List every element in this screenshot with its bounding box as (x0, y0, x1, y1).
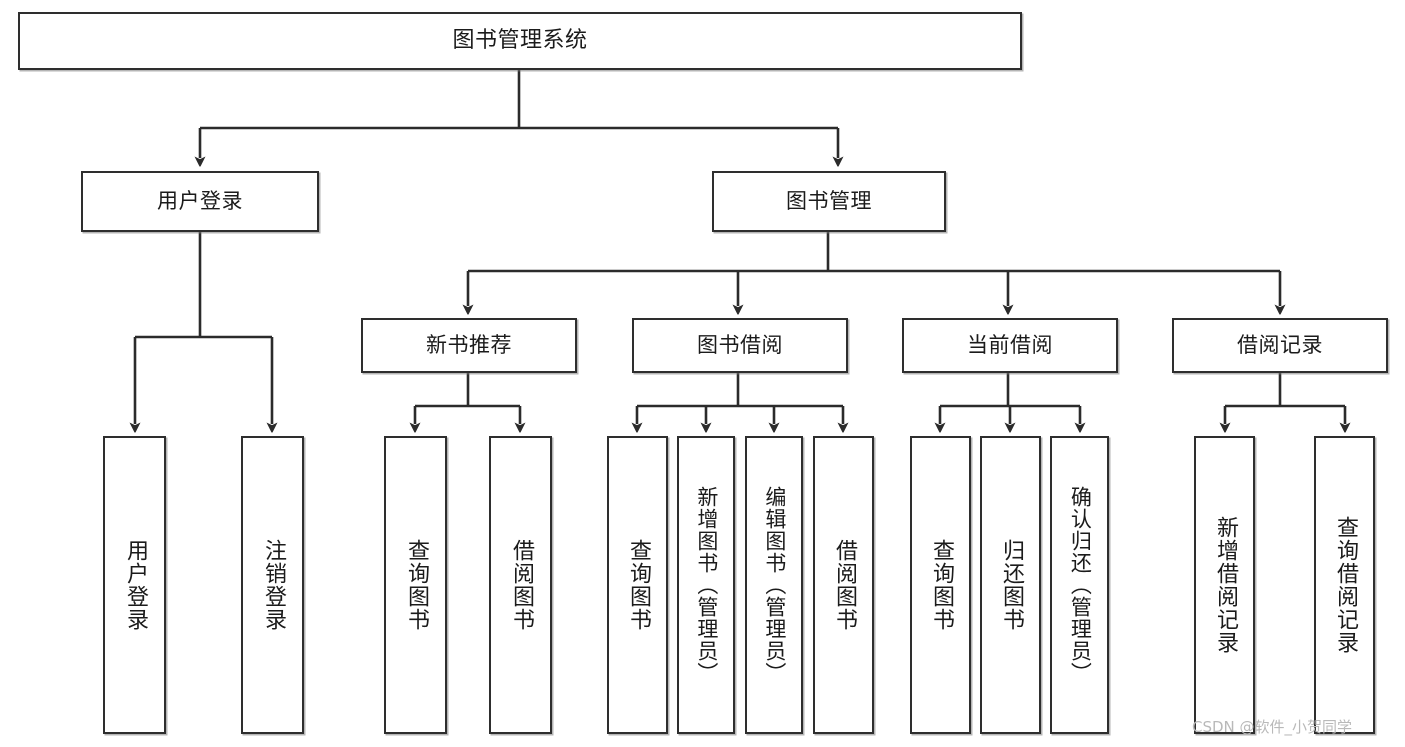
node-new-book-recommend-label: 新书推荐 (426, 333, 512, 358)
node-book-borrow-label: 图书借阅 (697, 333, 783, 358)
node-leaf-confirm-return[interactable]: 确认归还（管理员） (1050, 436, 1109, 734)
node-user-login[interactable]: 用户登录 (81, 171, 319, 232)
node-user-login-label: 用户登录 (157, 189, 243, 214)
node-current-borrow-label: 当前借阅 (967, 333, 1053, 358)
node-leaf-borrow-book-2[interactable]: 借阅图书 (813, 436, 874, 734)
node-leaf-add-record[interactable]: 新增借阅记录 (1194, 436, 1255, 734)
node-leaf-return-book[interactable]: 归还图书 (980, 436, 1041, 734)
node-leaf-edit-book[interactable]: 编辑图书（管理员） (745, 436, 803, 734)
node-leaf-query-book-2[interactable]: 查询图书 (607, 436, 668, 734)
node-leaf-query-book-3-label: 查询图书 (928, 539, 954, 631)
node-current-borrow[interactable]: 当前借阅 (902, 318, 1118, 373)
node-leaf-add-record-label: 新增借阅记录 (1212, 516, 1238, 654)
node-new-book-recommend[interactable]: 新书推荐 (361, 318, 577, 373)
node-borrow-record[interactable]: 借阅记录 (1172, 318, 1388, 373)
node-leaf-user-login-label: 用户登录 (122, 539, 148, 631)
node-leaf-borrow-book-1-label: 借阅图书 (508, 539, 534, 631)
node-leaf-borrow-book-1[interactable]: 借阅图书 (489, 436, 552, 734)
node-leaf-user-login[interactable]: 用户登录 (103, 436, 166, 734)
node-leaf-edit-book-label: 编辑图书（管理员） (762, 486, 787, 684)
node-leaf-query-book-1-label: 查询图书 (403, 539, 429, 631)
node-leaf-logout[interactable]: 注销登录 (241, 436, 304, 734)
watermark: CSDN @软件_小贺同学 (1192, 718, 1353, 736)
node-leaf-query-book-3[interactable]: 查询图书 (910, 436, 971, 734)
node-leaf-logout-label: 注销登录 (260, 539, 286, 631)
node-leaf-borrow-book-2-label: 借阅图书 (831, 539, 857, 631)
node-book-manage-label: 图书管理 (786, 189, 872, 214)
node-borrow-record-label: 借阅记录 (1237, 333, 1323, 358)
node-leaf-confirm-return-label: 确认归还（管理员） (1068, 486, 1093, 684)
node-book-borrow[interactable]: 图书借阅 (632, 318, 848, 373)
node-leaf-return-book-label: 归还图书 (998, 539, 1024, 631)
node-leaf-query-record-label: 查询借阅记录 (1332, 516, 1358, 654)
node-book-manage[interactable]: 图书管理 (712, 171, 946, 232)
node-leaf-add-book[interactable]: 新增图书（管理员） (677, 436, 735, 734)
node-leaf-add-book-label: 新增图书（管理员） (694, 486, 719, 684)
node-root[interactable]: 图书管理系统 (18, 12, 1022, 70)
node-leaf-query-book-2-label: 查询图书 (625, 539, 651, 631)
node-leaf-query-book-1[interactable]: 查询图书 (384, 436, 447, 734)
node-root-label: 图书管理系统 (452, 28, 588, 54)
node-leaf-query-record[interactable]: 查询借阅记录 (1314, 436, 1375, 734)
